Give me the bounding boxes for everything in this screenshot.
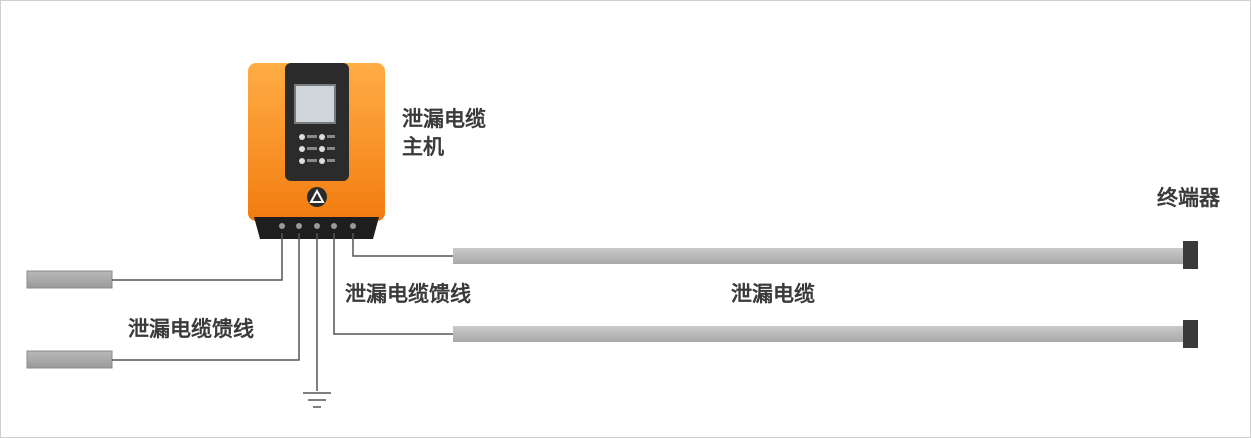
host-connectors: [279, 223, 356, 229]
wire-upper-left: [112, 233, 283, 281]
wire-upper-right: [352, 233, 453, 257]
triangle-logo-icon: [307, 187, 327, 207]
host-label-line2: 主机: [402, 135, 444, 159]
leaky-cable-upper: [453, 248, 1183, 264]
terminator-lower: [1183, 320, 1198, 348]
terminator-label: 终端器: [1157, 186, 1220, 210]
wire-lower-left: [112, 233, 300, 361]
host-keypad: [299, 134, 335, 164]
terminator-upper: [1183, 241, 1198, 269]
leaky-cable-lower: [453, 326, 1183, 342]
host-screen: [294, 84, 336, 124]
host-label-line1: 泄漏电缆: [402, 107, 486, 131]
wire-lower-right: [333, 233, 453, 335]
feeder-wires: [112, 233, 453, 391]
host-unit: [248, 63, 385, 239]
host-label: 泄漏电缆 主机: [402, 105, 486, 161]
feeder-stub-lower: [26, 350, 113, 369]
feeder-mid-label: 泄漏电缆馈线: [345, 282, 471, 306]
ground-symbol-icon: [303, 392, 331, 408]
leaky-cable-label: 泄漏电缆: [731, 282, 815, 306]
feeder-left-label: 泄漏电缆馈线: [128, 317, 254, 341]
feeder-stub-upper: [26, 270, 113, 289]
